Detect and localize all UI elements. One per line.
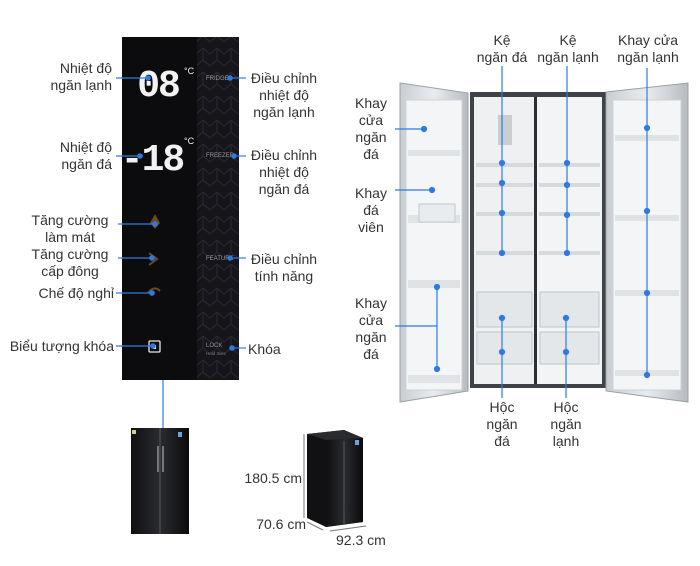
label-line: Khay <box>355 95 387 111</box>
dimension-height: 180.5 cm <box>244 470 302 486</box>
dimension-lines <box>303 434 367 532</box>
label-line: ngăn <box>355 129 387 145</box>
fridge-temp-display: 08 °C <box>137 65 194 108</box>
label-line: Điều chỉnh <box>250 147 318 163</box>
label-line: Khay cửa <box>618 32 678 48</box>
label-line: Hộc <box>553 399 579 415</box>
label-freezer-shelf: Kệ ngăn đá <box>458 32 546 66</box>
label-line: đá <box>363 202 379 218</box>
freezer-temp-unit: °C <box>184 136 195 146</box>
fridge-button-label[interactable]: FRIDGE <box>206 76 229 82</box>
dimension-width: 92.3 cm <box>336 532 386 548</box>
vacation-icon <box>147 287 161 294</box>
label-line: ngăn đá <box>61 156 112 172</box>
fridge-temp-value: 08 <box>137 65 179 108</box>
label-line: làm mát <box>45 229 95 245</box>
label-line: Điều chỉnh <box>250 70 318 86</box>
label-fridge-shelf: Kệ ngăn lạnh <box>524 32 612 66</box>
label-freezer-door-tray-bottom: Khay cửa ngăn đá <box>346 295 396 363</box>
label-adjust-freezer: Điều chỉnh nhiệt độ ngăn đá <box>244 147 324 198</box>
label-line: ngăn <box>355 329 387 345</box>
label-line: ngăn đá <box>258 181 310 197</box>
label-line: Điều chỉnh <box>250 251 318 267</box>
label-adjust-feature: Điều chỉnh tính năng <box>244 251 324 285</box>
label-line: lạnh <box>552 433 580 449</box>
label-line: Khay <box>355 185 387 201</box>
label-line: cửa <box>358 112 384 128</box>
label-freeze-boost: Tăng cường cấp đông <box>22 246 118 280</box>
fridge-temp-unit: °C <box>184 66 195 76</box>
label-line: Nhiệt độ <box>59 139 112 155</box>
lock-button-label[interactable]: LOCK <box>206 343 222 349</box>
label-line: đá <box>363 346 379 362</box>
label-line: ngăn lạnh <box>50 77 112 93</box>
interior-callout-lines <box>395 66 651 398</box>
label-line: Hộc <box>489 399 515 415</box>
label-line: Nhiệt độ <box>59 60 112 76</box>
label-freezer-door-tray-top: Khay cửa ngăn đá <box>346 95 396 163</box>
fridge-open-view <box>399 82 689 403</box>
control-panel <box>122 37 239 380</box>
label-line: viên <box>358 219 384 235</box>
label-line: tính năng <box>254 268 314 284</box>
label-line: đá <box>494 433 510 449</box>
label-line: cấp đông <box>41 263 99 279</box>
freezer-button-label[interactable]: FREEZER <box>206 153 235 159</box>
label-fridge-drawer: Hộc ngăn lạnh <box>541 399 591 450</box>
fridge-3d-view <box>307 430 363 527</box>
label-line: nhiệt độ <box>259 164 309 180</box>
label-line: cửa <box>358 312 384 328</box>
label-vacation: Chế độ nghỉ <box>38 285 114 301</box>
label-fridge-temp: Nhiệt độ ngăn lạnh <box>20 60 112 94</box>
label-line: ngăn đá <box>476 49 528 65</box>
label-line: Kệ <box>493 32 511 48</box>
label-line: nhiệt độ <box>259 87 309 103</box>
label-line: ngăn <box>550 416 582 432</box>
label-line: ngăn <box>486 416 518 432</box>
freezer-temp-value: -18 <box>121 139 184 182</box>
label-freezer-drawer: Hộc ngăn đá <box>477 399 527 450</box>
label-lock-icon: Biểu tượng khóa <box>9 338 114 354</box>
feature-button-label[interactable]: FEATURE <box>206 256 234 262</box>
freeze-boost-icon <box>148 252 159 266</box>
lock-hold-hint: Hold 3sec <box>206 351 227 356</box>
label-line: Khay <box>355 295 387 311</box>
label-line: ngăn lạnh <box>537 49 599 65</box>
label-lock: Khóa <box>248 341 281 357</box>
label-line: Tăng cường <box>31 246 109 262</box>
label-line: ngăn lạnh <box>617 49 679 65</box>
dimension-depth: 70.6 cm <box>256 516 306 532</box>
label-fridge-door-tray: Khay cửa ngăn lạnh <box>608 32 688 66</box>
label-ice-tray: Khay đá viên <box>346 185 396 236</box>
label-line: Kệ <box>559 32 577 48</box>
label-freezer-temp: Nhiệt độ ngăn đá <box>20 139 112 173</box>
label-line: ngăn lạnh <box>253 104 315 120</box>
label-line: đá <box>363 146 379 162</box>
label-line: Tăng cường <box>31 212 109 228</box>
label-adjust-fridge: Điều chỉnh nhiệt độ ngăn lạnh <box>244 70 324 121</box>
fridge-front-small <box>131 428 189 534</box>
label-cool-boost: Tăng cường làm mát <box>22 212 118 246</box>
freezer-temp-display: -18 °C <box>121 136 195 182</box>
